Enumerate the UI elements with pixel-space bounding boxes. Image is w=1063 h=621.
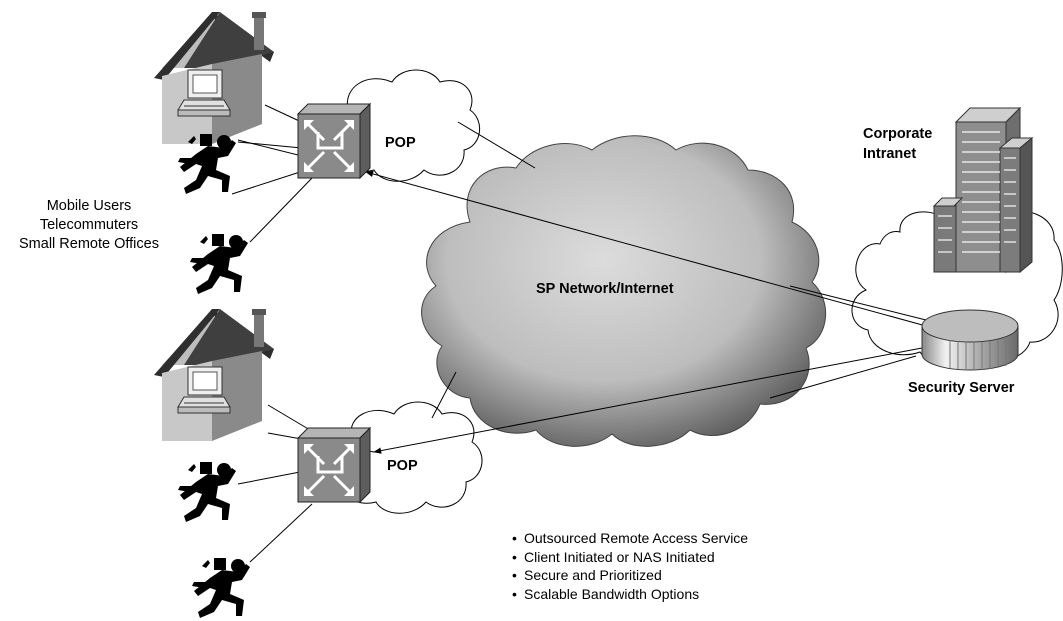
link-pop1-network [457, 121, 536, 169]
running-man-icon [178, 462, 236, 522]
link-network-server-b [769, 355, 917, 399]
link-runner3-router1 [249, 177, 313, 243]
corporate-intranet-label: Corporate Intranet [863, 124, 932, 164]
link-network-server-a [789, 285, 927, 321]
security-server-label: Security Server [908, 380, 1015, 396]
tunnel-bottom [373, 347, 923, 454]
link-house2-router2 [267, 404, 311, 431]
router-icon [296, 102, 372, 180]
corporate-label-line: Intranet [863, 146, 917, 162]
users-label-line: Telecommuters [39, 217, 139, 233]
pop-label-top: POP [385, 135, 416, 151]
feature-item: Outsourced Remote Access Service [512, 529, 748, 548]
users-label-line: Small Remote Offices [19, 236, 159, 252]
feature-list: Outsourced Remote Access Service Client … [512, 529, 748, 603]
tunnel-top [365, 170, 927, 327]
remote-users-label: Mobile Users Telecommuters Small Remote … [0, 197, 178, 254]
users-label-line: Mobile Users [46, 198, 132, 214]
corporate-label-line: Corporate [863, 126, 933, 142]
link-runner4-router2 [237, 471, 301, 485]
security-server-icon [921, 309, 1019, 371]
link-pop2-network [431, 371, 457, 419]
feature-item: Scalable Bandwidth Options [512, 585, 748, 604]
feature-item: Client Initiated or NAS Initiated [512, 548, 748, 567]
running-man-icon [192, 558, 250, 618]
office-building-icon [932, 106, 1034, 274]
link-runner2-router1 [231, 171, 301, 195]
link-runner5-router2 [249, 503, 313, 563]
sp-network-cloud [421, 135, 826, 447]
router-icon [296, 426, 372, 504]
running-man-icon [190, 234, 248, 294]
feature-item: Secure and Prioritized [512, 566, 748, 585]
pop-label-bottom: POP [387, 458, 418, 474]
house-with-computer-icon [153, 308, 275, 442]
network-label: SP Network/Internet [536, 281, 674, 297]
house-with-computer-icon [153, 11, 275, 145]
